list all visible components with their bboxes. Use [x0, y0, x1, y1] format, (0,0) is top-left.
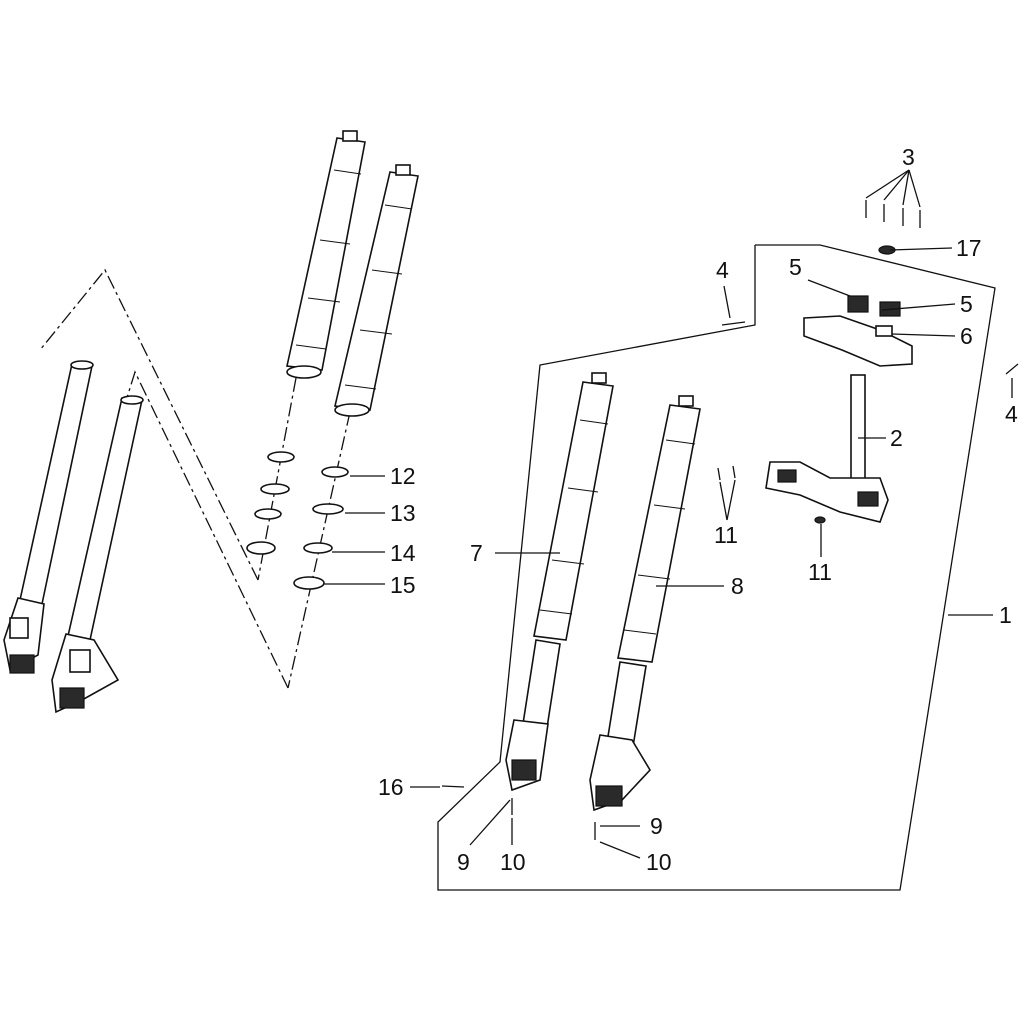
steering-stem [765, 374, 889, 523]
guide-zigzag-2 [119, 370, 289, 689]
callout-13: 13 [390, 500, 416, 526]
callout-labels: 1 2 3 4 4 5 5 6 7 8 9 9 10 10 11 11 12 1… [378, 144, 1018, 875]
assembly-boundary [437, 244, 996, 891]
callout-9b: 9 [650, 813, 663, 839]
inner-tube-right [51, 395, 144, 714]
fork-leg-7 [505, 372, 614, 792]
leader-lines [324, 169, 1013, 859]
callout-16: 16 [378, 774, 404, 800]
bolts [441, 200, 1019, 840]
callout-5b: 5 [960, 291, 973, 317]
callout-15: 15 [390, 572, 416, 598]
callout-14: 14 [390, 540, 416, 566]
callout-5a: 5 [789, 254, 802, 280]
callout-12: 12 [390, 463, 416, 489]
inner-tube-left [3, 360, 94, 674]
guide-zigzag [39, 268, 259, 581]
callout-11a: 11 [714, 522, 738, 548]
fork-leg-8 [589, 395, 701, 812]
upper-tube-left [286, 130, 366, 379]
guide-axis-left [257, 377, 297, 581]
seal-rings-left [246, 451, 295, 555]
guide-axis-right [287, 411, 351, 689]
callout-1: 1 [999, 602, 1012, 628]
callout-10b: 10 [646, 849, 672, 875]
callout-9a: 9 [457, 849, 470, 875]
callout-4b: 4 [1005, 401, 1018, 427]
callout-6: 6 [960, 323, 973, 349]
callout-7: 7 [470, 540, 483, 566]
callout-8: 8 [731, 573, 744, 599]
callout-10a: 10 [500, 849, 526, 875]
callout-3: 3 [902, 144, 915, 170]
callout-11b: 11 [808, 559, 832, 585]
upper-triple-clamp [803, 295, 913, 367]
callout-4a: 4 [716, 257, 729, 283]
seal-rings-right [293, 466, 349, 590]
callout-2: 2 [890, 425, 903, 451]
upper-tube-right [334, 164, 419, 417]
callout-17: 17 [956, 235, 982, 261]
